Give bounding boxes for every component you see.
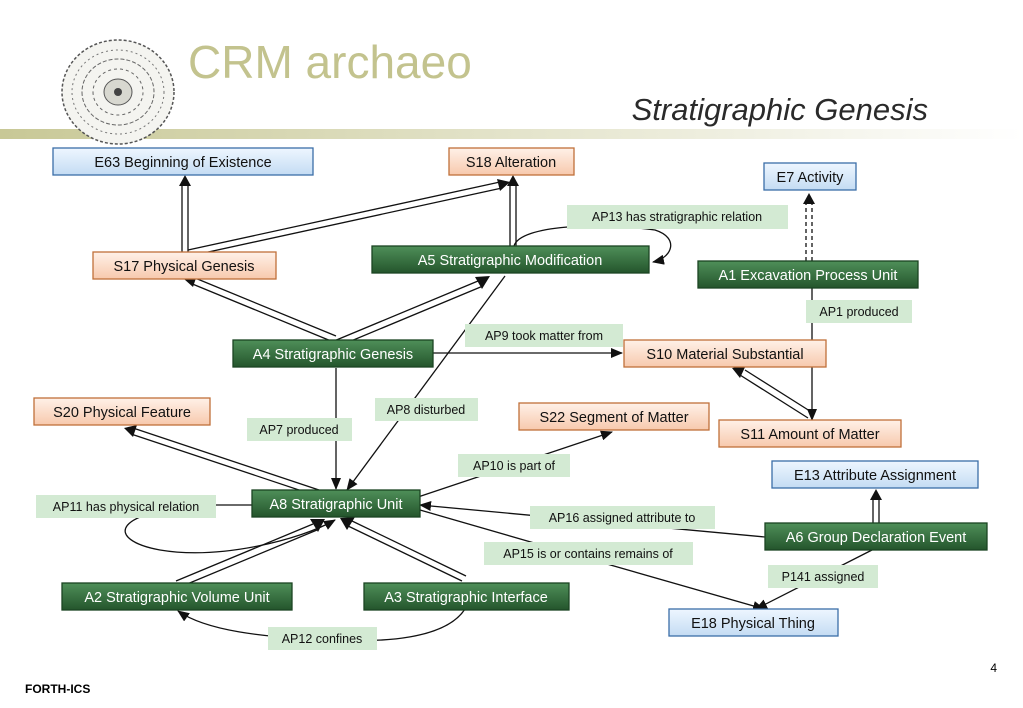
- property-ap16: AP16 assigned attribute to: [530, 506, 715, 529]
- node-s17[interactable]: S17 Physical Genesis: [92, 251, 277, 280]
- property-ap13: AP13 has stratigraphic relation: [567, 205, 788, 229]
- node-s10-label: S10 Material Substantial: [646, 347, 803, 363]
- node-a3[interactable]: A3 Stratigraphic Interface: [363, 582, 570, 611]
- node-a5[interactable]: A5 Stratigraphic Modification: [371, 245, 650, 274]
- node-a4-label: A4 Stratigraphic Genesis: [253, 347, 413, 363]
- property-ap10: AP10 is part of: [458, 454, 570, 477]
- node-a1-label: A1 Excavation Process Unit: [719, 268, 898, 284]
- node-e7-label: E7 Activity: [777, 170, 845, 186]
- property-ap9: AP9 took matter from: [465, 324, 623, 347]
- property-ap12-label: AP12 confines: [282, 632, 363, 646]
- edge-a1-isa-e7: [803, 193, 815, 261]
- property-ap7: AP7 produced: [247, 418, 352, 441]
- page-number: 4: [990, 661, 997, 675]
- property-ap11: AP11 has physical relation: [36, 495, 216, 518]
- node-a8-label: A8 Stratigraphic Unit: [270, 497, 403, 513]
- property-ap9-label: AP9 took matter from: [485, 329, 603, 343]
- node-s17-label: S17 Physical Genesis: [113, 259, 254, 275]
- node-s11-label: S11 Amount of Matter: [740, 427, 879, 443]
- node-e7[interactable]: E7 Activity: [763, 162, 857, 191]
- phaistos-disc-icon: [61, 39, 175, 145]
- property-ap1: AP1 produced: [806, 300, 912, 323]
- page-subtitle: Stratigraphic Genesis: [632, 92, 928, 127]
- property-ap10-label: AP10 is part of: [473, 459, 556, 473]
- property-ap8: AP8 disturbed: [375, 398, 478, 421]
- property-ap1-label: AP1 produced: [819, 305, 898, 319]
- node-s22[interactable]: S22 Segment of Matter: [518, 402, 710, 431]
- node-a1[interactable]: A1 Excavation Process Unit: [697, 260, 919, 289]
- footer-org: FORTH-ICS: [25, 682, 90, 696]
- property-ap8-label: AP8 disturbed: [387, 403, 466, 417]
- node-a8[interactable]: A8 Stratigraphic Unit: [251, 489, 421, 518]
- node-e18-label: E18 Physical Thing: [691, 616, 815, 632]
- edge-ap8: [346, 275, 506, 491]
- property-ap15: AP15 is or contains remains of: [484, 542, 693, 565]
- edge-a4-isa-s17: [184, 275, 337, 342]
- node-e13-label: E13 Attribute Assignment: [794, 468, 956, 484]
- property-ap16-label: AP16 assigned attribute to: [549, 511, 696, 525]
- node-s22-label: S22 Segment of Matter: [539, 410, 688, 426]
- property-ap11-label: AP11 has physical relation: [53, 500, 199, 514]
- property-ap13-label: AP13 has stratigraphic relation: [592, 210, 762, 224]
- node-a2[interactable]: A2 Stratigraphic Volume Unit: [61, 582, 293, 611]
- node-e63[interactable]: E63 Beginning of Existence: [52, 147, 314, 176]
- edge-s11-isa-s10: [732, 365, 814, 419]
- edge-s17-isa-e63: [179, 175, 191, 254]
- node-a5-label: A5 Stratigraphic Modification: [418, 253, 603, 269]
- node-e13[interactable]: E13 Attribute Assignment: [771, 460, 979, 489]
- node-a2-label: A2 Stratigraphic Volume Unit: [84, 590, 269, 606]
- node-s10[interactable]: S10 Material Substantial: [623, 339, 827, 368]
- header-bar: [0, 129, 1023, 139]
- node-e18[interactable]: E18 Physical Thing: [668, 608, 839, 637]
- edge-a8-isa-s20: [124, 425, 320, 497]
- node-a6[interactable]: A6 Group Declaration Event: [764, 522, 988, 551]
- node-s11[interactable]: S11 Amount of Matter: [718, 419, 902, 448]
- property-p141: P141 assigned: [768, 565, 878, 588]
- edge-a2-isa-a8: [175, 519, 325, 588]
- diagram-nodes: E63 Beginning of Existence E7 Activity E…: [33, 147, 988, 637]
- property-labels: AP13 has stratigraphic relation AP1 prod…: [36, 205, 912, 650]
- node-s20-label: S20 Physical Feature: [53, 405, 191, 421]
- edge-s17-isa-s18: [187, 179, 510, 257]
- property-p141-label: P141 assigned: [782, 570, 865, 584]
- node-a4[interactable]: A4 Stratigraphic Genesis: [232, 339, 434, 368]
- page-title: CRM archaeo: [188, 36, 472, 88]
- edge-a6-isa-e13: [870, 489, 882, 523]
- node-s20[interactable]: S20 Physical Feature: [33, 397, 211, 426]
- edge-a3-isa-a8: [340, 517, 467, 582]
- node-s18-label: S18 Alteration: [466, 155, 556, 171]
- node-a3-label: A3 Stratigraphic Interface: [384, 590, 548, 606]
- property-ap15-label: AP15 is or contains remains of: [503, 547, 673, 561]
- node-a6-label: A6 Group Declaration Event: [786, 530, 967, 546]
- property-ap12: AP12 confines: [268, 627, 377, 650]
- edge-a5-isa-s18: [507, 175, 519, 246]
- node-e63-label: E63 Beginning of Existence: [94, 155, 271, 171]
- property-ap7-label: AP7 produced: [259, 423, 338, 437]
- edge-a4-isa-a5: [333, 276, 490, 347]
- node-s18[interactable]: S18 Alteration: [448, 147, 575, 176]
